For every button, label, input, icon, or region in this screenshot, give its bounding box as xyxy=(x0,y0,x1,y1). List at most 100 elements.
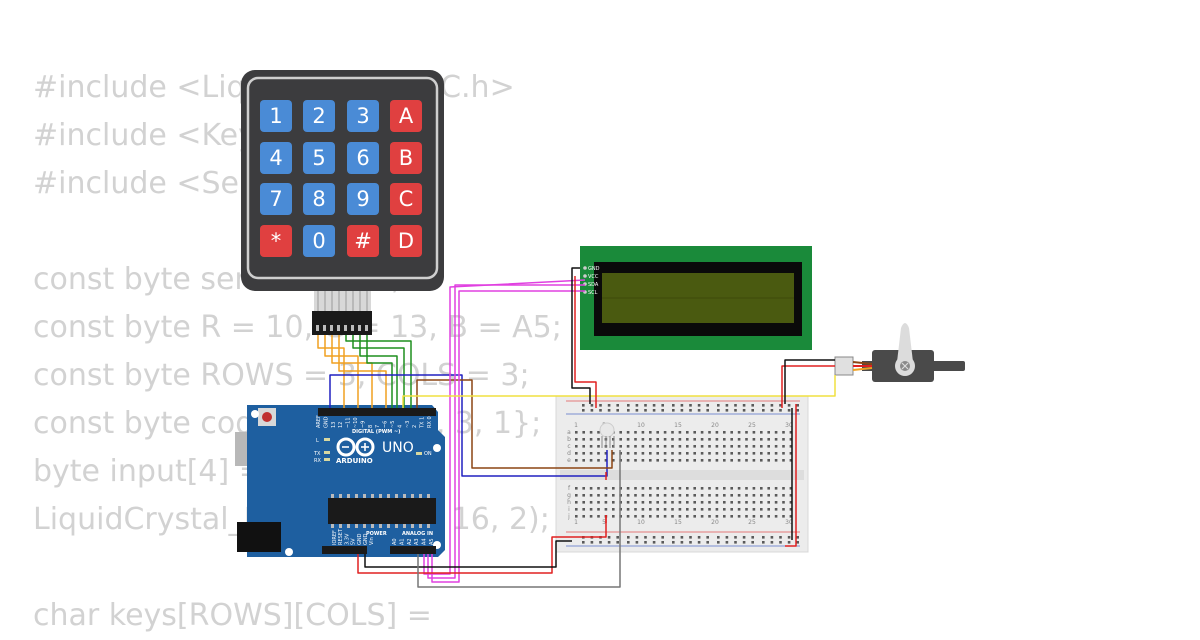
arduino-uno[interactable]: UNO ARDUINO DIGITAL (PWM ~) POWER ANALOG… xyxy=(235,405,445,557)
key-4[interactable]: 4 xyxy=(260,142,292,174)
led-rx-label: RX xyxy=(314,458,321,464)
key-2[interactable]: 2 xyxy=(303,100,335,132)
key-5[interactable]: 5 xyxy=(303,142,335,174)
key-label: * xyxy=(271,229,282,253)
wire-orange-3 xyxy=(331,335,373,408)
wire-blue xyxy=(329,374,608,477)
digital-pin-label: ~6 xyxy=(383,421,389,428)
key-1[interactable]: 1 xyxy=(260,100,292,132)
lcd-pin-gnd: GND xyxy=(588,266,600,272)
svg-text:5: 5 xyxy=(602,519,606,526)
svg-text:f: f xyxy=(568,485,571,492)
key-b[interactable]: B xyxy=(390,142,422,174)
wire-gray xyxy=(417,450,621,588)
wire-black-lcd xyxy=(571,267,591,404)
digital-pin-label: 12 xyxy=(338,422,344,428)
breadboard-row-letters: a b c d e f g h i j xyxy=(567,429,571,520)
wire-red-rail xyxy=(785,404,797,547)
wire-orange-4 xyxy=(338,335,387,408)
on-label: ON xyxy=(424,451,432,457)
svg-text:30: 30 xyxy=(785,519,793,526)
key-label: 4 xyxy=(269,146,282,170)
analog-pin-label: A3 xyxy=(414,538,420,545)
key-0[interactable]: 0 xyxy=(303,225,335,257)
svg-text:i: i xyxy=(568,506,570,513)
digital-pin-label: ~10 xyxy=(353,417,359,428)
digital-label: DIGITAL (PWM ~) xyxy=(352,429,400,435)
key-7[interactable]: 7 xyxy=(260,183,292,215)
key-label: 0 xyxy=(312,229,325,253)
svg-text:d: d xyxy=(567,450,571,457)
power-jack xyxy=(237,522,281,552)
analog-pin-label: A0 xyxy=(392,538,398,545)
digital-pin-label: 7 xyxy=(375,425,381,428)
svg-text:b: b xyxy=(567,436,571,443)
key-9[interactable]: 9 xyxy=(347,183,379,215)
led-l-label: L xyxy=(316,438,319,444)
digital-pin-label: 2 xyxy=(412,425,418,428)
svg-text:j: j xyxy=(567,513,570,520)
digital-pin-label: ~3 xyxy=(405,421,411,428)
analog-pin-label: A2 xyxy=(407,538,413,545)
key-c[interactable]: C xyxy=(390,183,422,215)
lcd-pin-scl: SCL xyxy=(588,290,598,296)
svg-text:h: h xyxy=(567,499,571,506)
analog-header xyxy=(390,546,436,554)
breadboard-channel xyxy=(560,470,804,480)
key-label: A xyxy=(399,104,414,128)
wire-yellow xyxy=(402,375,836,408)
digital-pin-label: 8 xyxy=(368,425,374,428)
power-label: POWER xyxy=(366,531,387,537)
wire-green-3 xyxy=(359,335,398,408)
lcd-module[interactable]: GND VCC SDA SCL xyxy=(580,246,812,350)
analog-label: ANALOG IN xyxy=(402,531,433,537)
wire-brown xyxy=(416,379,613,469)
digital-pin-label: TX 1 xyxy=(420,417,426,429)
key-3[interactable]: 3 xyxy=(347,100,379,132)
digital-header xyxy=(318,408,436,416)
servo-motor[interactable] xyxy=(834,323,965,382)
digital-pin-label: 13 xyxy=(331,422,337,428)
power-pin-label: GND xyxy=(357,533,363,545)
analog-pin-label: A5 xyxy=(429,538,435,545)
key-star[interactable]: * xyxy=(260,225,292,257)
key-label: 5 xyxy=(312,146,325,170)
svg-text:10: 10 xyxy=(637,422,645,429)
led-tx-label: TX xyxy=(313,451,321,457)
breadboard[interactable]: 1 5 10 15 20 25 30 1 5 10 15 20 25 30 a … xyxy=(555,395,809,553)
reset-button[interactable] xyxy=(262,412,272,422)
svg-text:25: 25 xyxy=(748,422,756,429)
digital-pin-label: AREF xyxy=(316,415,322,428)
analog-pin-label: A4 xyxy=(422,538,428,545)
servo-connector xyxy=(834,356,854,376)
board-brand: ARDUINO xyxy=(336,457,373,465)
lcd-pin-vcc: VCC xyxy=(588,274,599,280)
svg-text:20: 20 xyxy=(711,519,719,526)
key-d[interactable]: D xyxy=(390,225,422,257)
power-header xyxy=(322,546,367,554)
svg-text:1: 1 xyxy=(574,519,578,526)
key-a[interactable]: A xyxy=(390,100,422,132)
key-label: 1 xyxy=(269,104,282,128)
power-pin-label: 5V xyxy=(351,538,357,545)
digital-pin-label: ~5 xyxy=(390,421,396,428)
rgb-led[interactable] xyxy=(599,422,615,448)
key-8[interactable]: 8 xyxy=(303,183,335,215)
digital-pin-label: ~9 xyxy=(360,421,366,428)
wire-green-4 xyxy=(366,335,393,408)
analog-pin-label: A1 xyxy=(399,538,405,545)
key-hash[interactable]: # xyxy=(347,225,379,257)
lcd-pin-sda: SDA xyxy=(588,282,599,288)
breadboard-column-numbers-bottom: 1 5 10 15 20 25 30 xyxy=(574,519,793,526)
code-line: char keys[ROWS][COLS] = xyxy=(33,598,432,633)
key-6[interactable]: 6 xyxy=(347,142,379,174)
wires xyxy=(317,267,836,588)
power-pin-label: IOREF xyxy=(332,530,338,545)
wire-red-lcd xyxy=(574,276,597,408)
power-pin-label: GND xyxy=(363,533,369,545)
atmega-chip xyxy=(328,498,436,524)
key-label: B xyxy=(399,146,413,170)
